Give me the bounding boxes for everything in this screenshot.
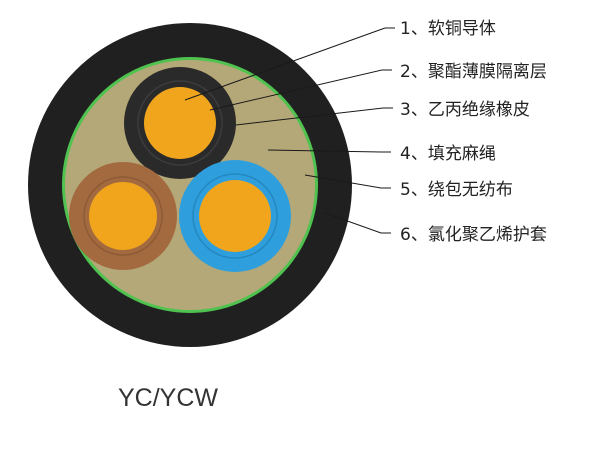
polyester-separator-black <box>137 80 223 166</box>
polyester-separator-blue <box>192 173 278 259</box>
leader-line-1 <box>184 27 395 101</box>
leader-line-6 <box>324 212 391 234</box>
label-5: 5、绕包无纺布 <box>400 180 513 200</box>
leader-line-3 <box>235 107 393 126</box>
label-2: 2、聚酯薄膜隔离层 <box>400 62 547 82</box>
leader-line-4 <box>267 149 391 153</box>
leader-line-5 <box>304 174 391 189</box>
polyester-separator-brown <box>83 176 163 256</box>
label-4: 4、填充麻绳 <box>400 144 496 164</box>
core-conductor-right <box>199 180 271 252</box>
core-conductor-left <box>89 182 157 250</box>
diagram-caption: YC/YCW <box>118 384 218 412</box>
label-1: 1、软铜导体 <box>400 19 496 39</box>
core-conductor-top <box>144 87 216 159</box>
label-3: 3、乙丙绝缘橡皮 <box>400 100 530 120</box>
label-6: 6、氯化聚乙烯护套 <box>400 225 547 245</box>
leader-line-2 <box>209 69 392 111</box>
